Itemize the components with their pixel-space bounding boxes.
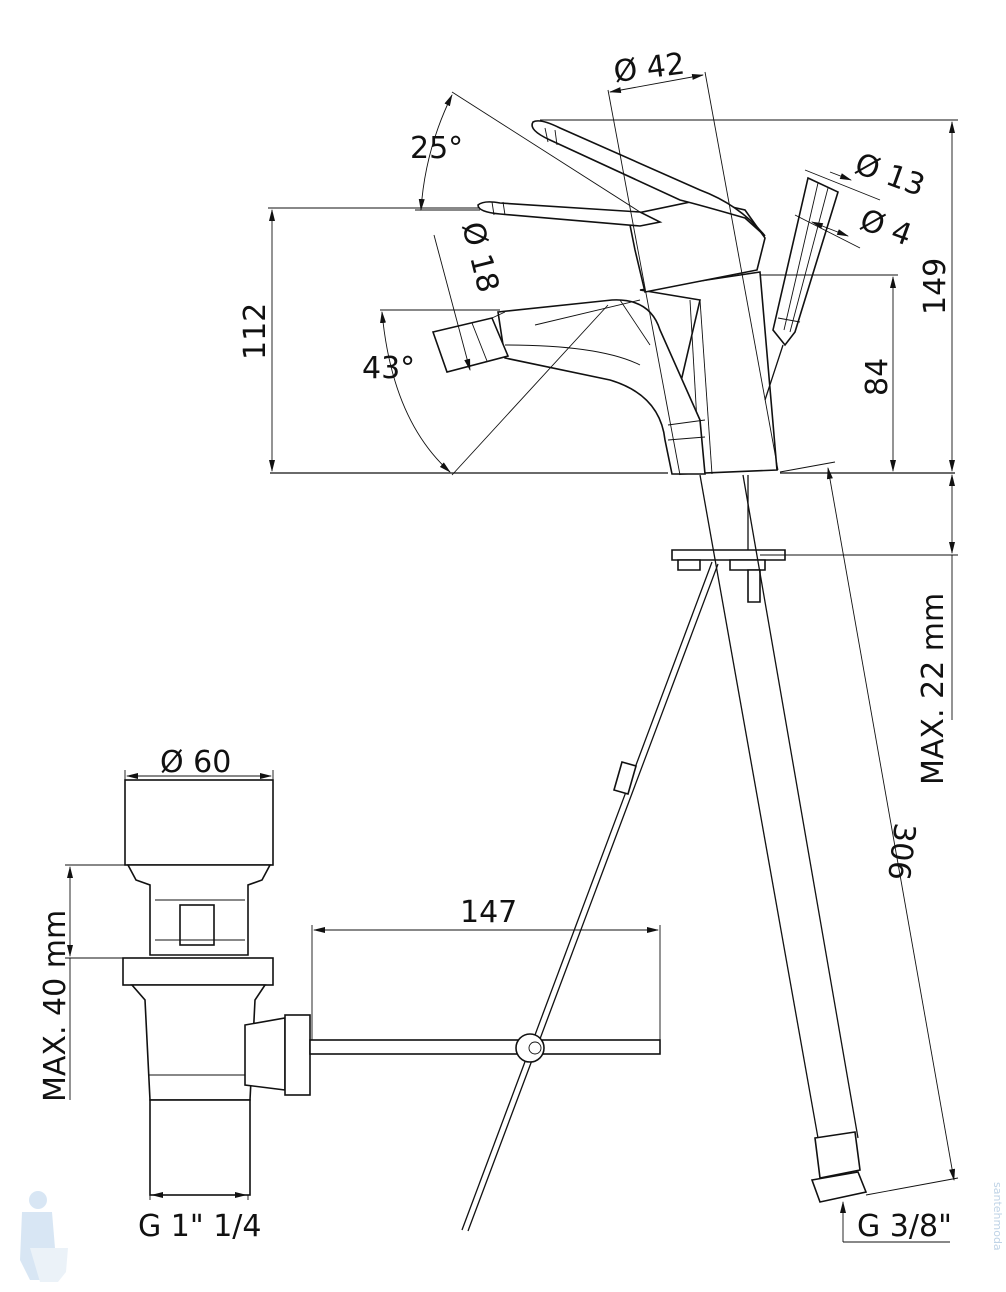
dim-rod-diameter: Ø 13 [850, 147, 929, 204]
dim-lever-angle: 25° [410, 131, 463, 166]
faucet-body [270, 120, 955, 475]
faucet-underside [461, 474, 868, 1232]
dim-nozzle-angle: 43° [362, 351, 415, 386]
dim-waste-max-thickness: MAX. 40 mm [38, 910, 73, 1102]
waste-assembly [122, 779, 661, 1196]
dim-hose-thread: G 3/8" [857, 1209, 952, 1244]
dim-handle-diameter: Ø 42 [612, 47, 687, 90]
watermark-text: santehmoda [991, 1182, 1004, 1251]
dim-waste-thread: G 1" 1/4 [138, 1209, 262, 1244]
dim-spout-height: 84 [860, 358, 895, 396]
dim-cap-diameter: Ø 60 [160, 745, 231, 780]
dim-hose-length: 306 [880, 821, 922, 882]
dim-rod-length: 147 [460, 895, 517, 930]
dim-total-height: 149 [918, 258, 953, 315]
dimension-lines [65, 71, 959, 1243]
plumber-logo [20, 1191, 68, 1282]
dim-lever-height: 112 [238, 303, 273, 360]
dim-max-deck: MAX. 22 mm [916, 593, 951, 785]
dim-rod-inner-diameter: Ø 4 [855, 203, 916, 254]
dim-nozzle-diameter: Ø 18 [454, 218, 505, 296]
